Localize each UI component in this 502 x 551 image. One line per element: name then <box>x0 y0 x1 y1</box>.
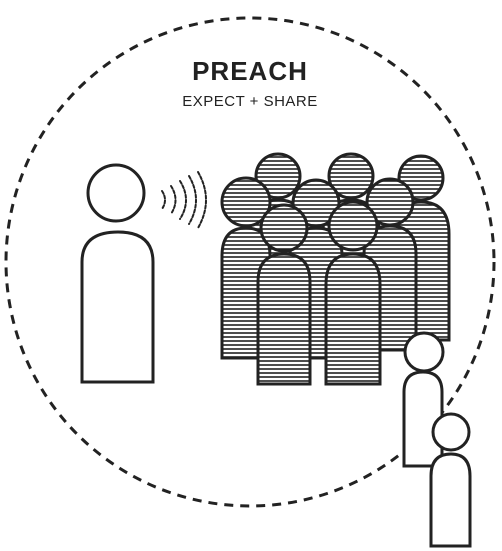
preacher-body <box>82 232 153 382</box>
newcomer-figure <box>431 414 470 546</box>
audience-member <box>258 205 310 384</box>
sound-waves-icon <box>162 172 206 228</box>
diagram-title: PREACH <box>192 56 308 86</box>
newcomer-figure <box>404 333 443 466</box>
preacher-figure <box>82 165 153 382</box>
preacher-head <box>88 165 144 221</box>
diagram-subtitle: EXPECT + SHARE <box>182 93 318 110</box>
audience-member <box>326 202 380 384</box>
newcomer-figures <box>404 333 470 546</box>
